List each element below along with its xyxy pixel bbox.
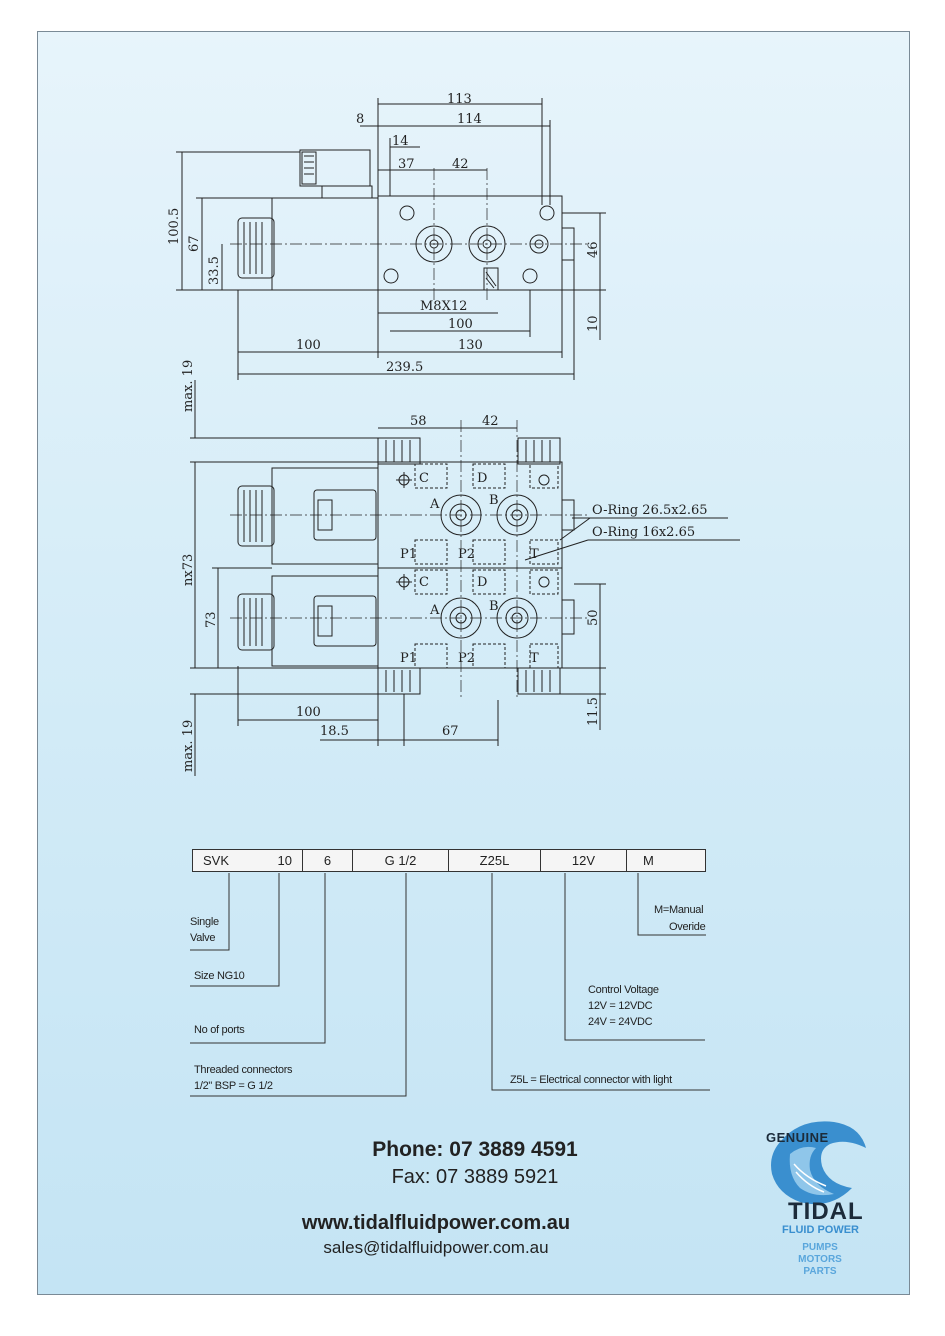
dim-50: 50 bbox=[586, 609, 601, 626]
dim-33-5: 33.5 bbox=[207, 256, 222, 285]
port-t-lower: T bbox=[530, 651, 539, 666]
port-c-lower: C bbox=[419, 575, 429, 590]
legend-connector: Z5L = Electrical connector with light bbox=[510, 1074, 672, 1086]
legend-ports: No of ports bbox=[194, 1024, 245, 1036]
code-size: 10 bbox=[277, 853, 292, 868]
dim-100-5: 100.5 bbox=[167, 208, 182, 245]
oring-label-2: O-Ring 16x2.65 bbox=[592, 525, 695, 540]
logo-tidal: TIDAL bbox=[788, 1198, 864, 1225]
code-cell-connector: Z25L bbox=[449, 850, 541, 871]
dim-m8x12: M8X12 bbox=[420, 299, 467, 314]
dim-42: 42 bbox=[452, 157, 469, 172]
code-cell-override: M bbox=[627, 850, 705, 871]
legend-manual-line2: Overide bbox=[669, 921, 706, 933]
dim-114: 114 bbox=[457, 112, 482, 127]
dim-130: 130 bbox=[458, 338, 483, 353]
contact-phone: Phone: 07 3889 4591 bbox=[372, 1138, 578, 1161]
dim-max19-bottom: max. 19 bbox=[181, 720, 196, 772]
code-cell-voltage: 12V bbox=[541, 850, 627, 871]
legend-size: Size NG10 bbox=[194, 970, 245, 982]
order-code-table: SVK 10 6 G 1/2 Z25L 12V M bbox=[192, 849, 706, 872]
legend-manual-line1: M=Manual bbox=[654, 904, 704, 916]
code-svk: SVK bbox=[203, 853, 230, 868]
dim-58: 58 bbox=[410, 414, 427, 429]
code-cell-ports: 6 bbox=[303, 850, 353, 871]
wave-logo-icon bbox=[771, 1121, 866, 1205]
logo-motors: MOTORS bbox=[798, 1254, 842, 1265]
code-connector: Z25L bbox=[479, 853, 510, 868]
dim-8: 8 bbox=[356, 112, 364, 127]
port-c-upper: C bbox=[419, 471, 429, 486]
dim-nx73: nx73 bbox=[181, 554, 196, 586]
tidal-logo: GENUINE TIDAL FLUID POWER PUMPS MOTORS P… bbox=[760, 1114, 880, 1284]
dim-100: 100 bbox=[296, 338, 321, 353]
dim-11-5: 11.5 bbox=[586, 697, 601, 726]
dim-46: 46 bbox=[586, 241, 601, 258]
legend-threaded-line2: 1/2" BSP = G 1/2 bbox=[194, 1080, 273, 1092]
dim-37: 37 bbox=[398, 157, 415, 172]
port-a-lower: A bbox=[429, 603, 440, 618]
port-p2-upper: P2 bbox=[458, 547, 475, 562]
dim-10: 10 bbox=[586, 315, 601, 332]
oring-label-1: O-Ring 26.5x2.65 bbox=[592, 503, 708, 518]
port-d-lower: D bbox=[477, 575, 487, 590]
dim-100-inner: 100 bbox=[448, 317, 473, 332]
logo-fluid-power: FLUID POWER bbox=[782, 1224, 859, 1236]
port-p2-lower: P2 bbox=[458, 651, 475, 666]
legend-voltage-line1: Control Voltage bbox=[588, 984, 659, 996]
port-t-upper: T bbox=[530, 547, 539, 562]
front-view-drawing: max. 19 58 42 nx73 73 50 11.5 100 18.5 6… bbox=[181, 360, 740, 776]
dim-73: 73 bbox=[204, 611, 219, 628]
dim-max19-top: max. 19 bbox=[181, 360, 196, 412]
dim-113: 113 bbox=[447, 92, 472, 107]
code-thread: G 1/2 bbox=[384, 853, 417, 868]
port-a-upper: A bbox=[429, 497, 440, 512]
code-cell-series: SVK 10 bbox=[193, 850, 303, 871]
dim-42-bottom: 42 bbox=[482, 414, 499, 429]
legend-voltage-line2: 12V = 12VDC bbox=[588, 1000, 653, 1012]
dim-14: 14 bbox=[392, 134, 409, 149]
dim-239-5: 239.5 bbox=[386, 360, 423, 375]
logo-parts: PARTS bbox=[803, 1266, 837, 1277]
logo-pumps: PUMPS bbox=[802, 1242, 838, 1253]
email-link[interactable]: sales@tidalfluidpower.com.au bbox=[323, 1238, 549, 1257]
port-p1-upper: P1 bbox=[400, 547, 417, 562]
code-ports: 6 bbox=[323, 853, 332, 868]
legend-voltage-line3: 24V = 24VDC bbox=[588, 1016, 653, 1028]
legend-threaded-line1: Threaded connectors bbox=[194, 1064, 293, 1076]
port-d-upper: D bbox=[477, 471, 487, 486]
port-p1-lower: P1 bbox=[400, 651, 417, 666]
top-view-drawing: 113 114 8 14 37 42 100.5 67 33.5 46 10 M… bbox=[167, 92, 606, 380]
dim-100-bottom: 100 bbox=[296, 705, 321, 720]
dim-18-5: 18.5 bbox=[320, 724, 349, 739]
code-cell-thread: G 1/2 bbox=[353, 850, 449, 871]
port-b-upper: B bbox=[489, 493, 499, 508]
logo-genuine: GENUINE bbox=[766, 1130, 829, 1145]
code-voltage: 12V bbox=[571, 853, 596, 868]
website-link[interactable]: www.tidalfluidpower.com.au bbox=[301, 1212, 571, 1234]
code-override: M bbox=[643, 853, 654, 868]
dim-67-bottom: 67 bbox=[442, 724, 459, 739]
code-leader-lines bbox=[190, 873, 710, 1097]
port-b-lower: B bbox=[489, 599, 499, 614]
legend-single-valve-line2: Valve bbox=[190, 932, 216, 944]
contact-fax: Fax: 07 3889 5921 bbox=[391, 1166, 559, 1188]
dim-67: 67 bbox=[187, 235, 202, 252]
legend-single-valve-line1: Single bbox=[190, 916, 219, 928]
